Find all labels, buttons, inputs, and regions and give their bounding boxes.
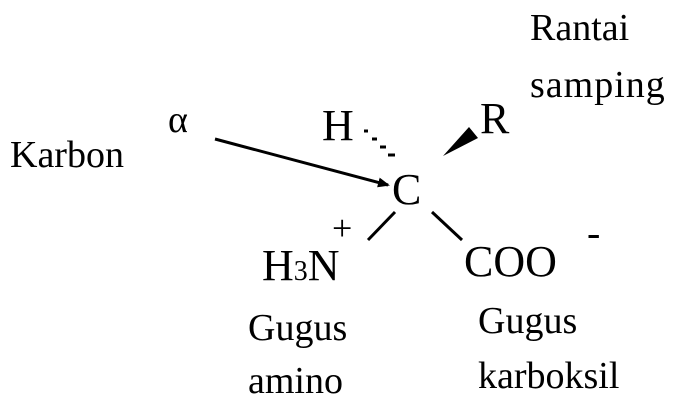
carboxyl-group-label-line2: karboksil bbox=[478, 355, 619, 397]
alpha-carbon-atom: C bbox=[392, 165, 421, 214]
hashed-bond-hydrogen bbox=[364, 129, 395, 157]
alpha-carbon-arrow bbox=[214, 137, 390, 188]
side-chain-atom: R bbox=[480, 94, 510, 143]
wedge-bond-side-chain bbox=[443, 127, 478, 156]
amino-group-label-line1: Gugus bbox=[248, 307, 347, 349]
side-chain-label-line1: Rantai bbox=[530, 7, 629, 49]
carboxyl-negative-charge: - bbox=[587, 210, 600, 255]
amino-group-label-line2: amino bbox=[248, 360, 343, 400]
alpha-carbon-label: Karbon bbox=[10, 134, 124, 176]
side-chain-label-line2: samping bbox=[530, 64, 666, 106]
bond-amine bbox=[366, 210, 397, 242]
carboxyl-group-label-line1: Gugus bbox=[478, 300, 577, 342]
amine-group: H3N bbox=[262, 241, 340, 290]
alpha-symbol: α bbox=[168, 99, 188, 141]
carboxyl-group: COO bbox=[464, 237, 557, 286]
bond-carboxyl bbox=[430, 210, 464, 242]
hydrogen-atom: H bbox=[322, 101, 354, 150]
amine-positive-charge: + bbox=[332, 208, 352, 248]
